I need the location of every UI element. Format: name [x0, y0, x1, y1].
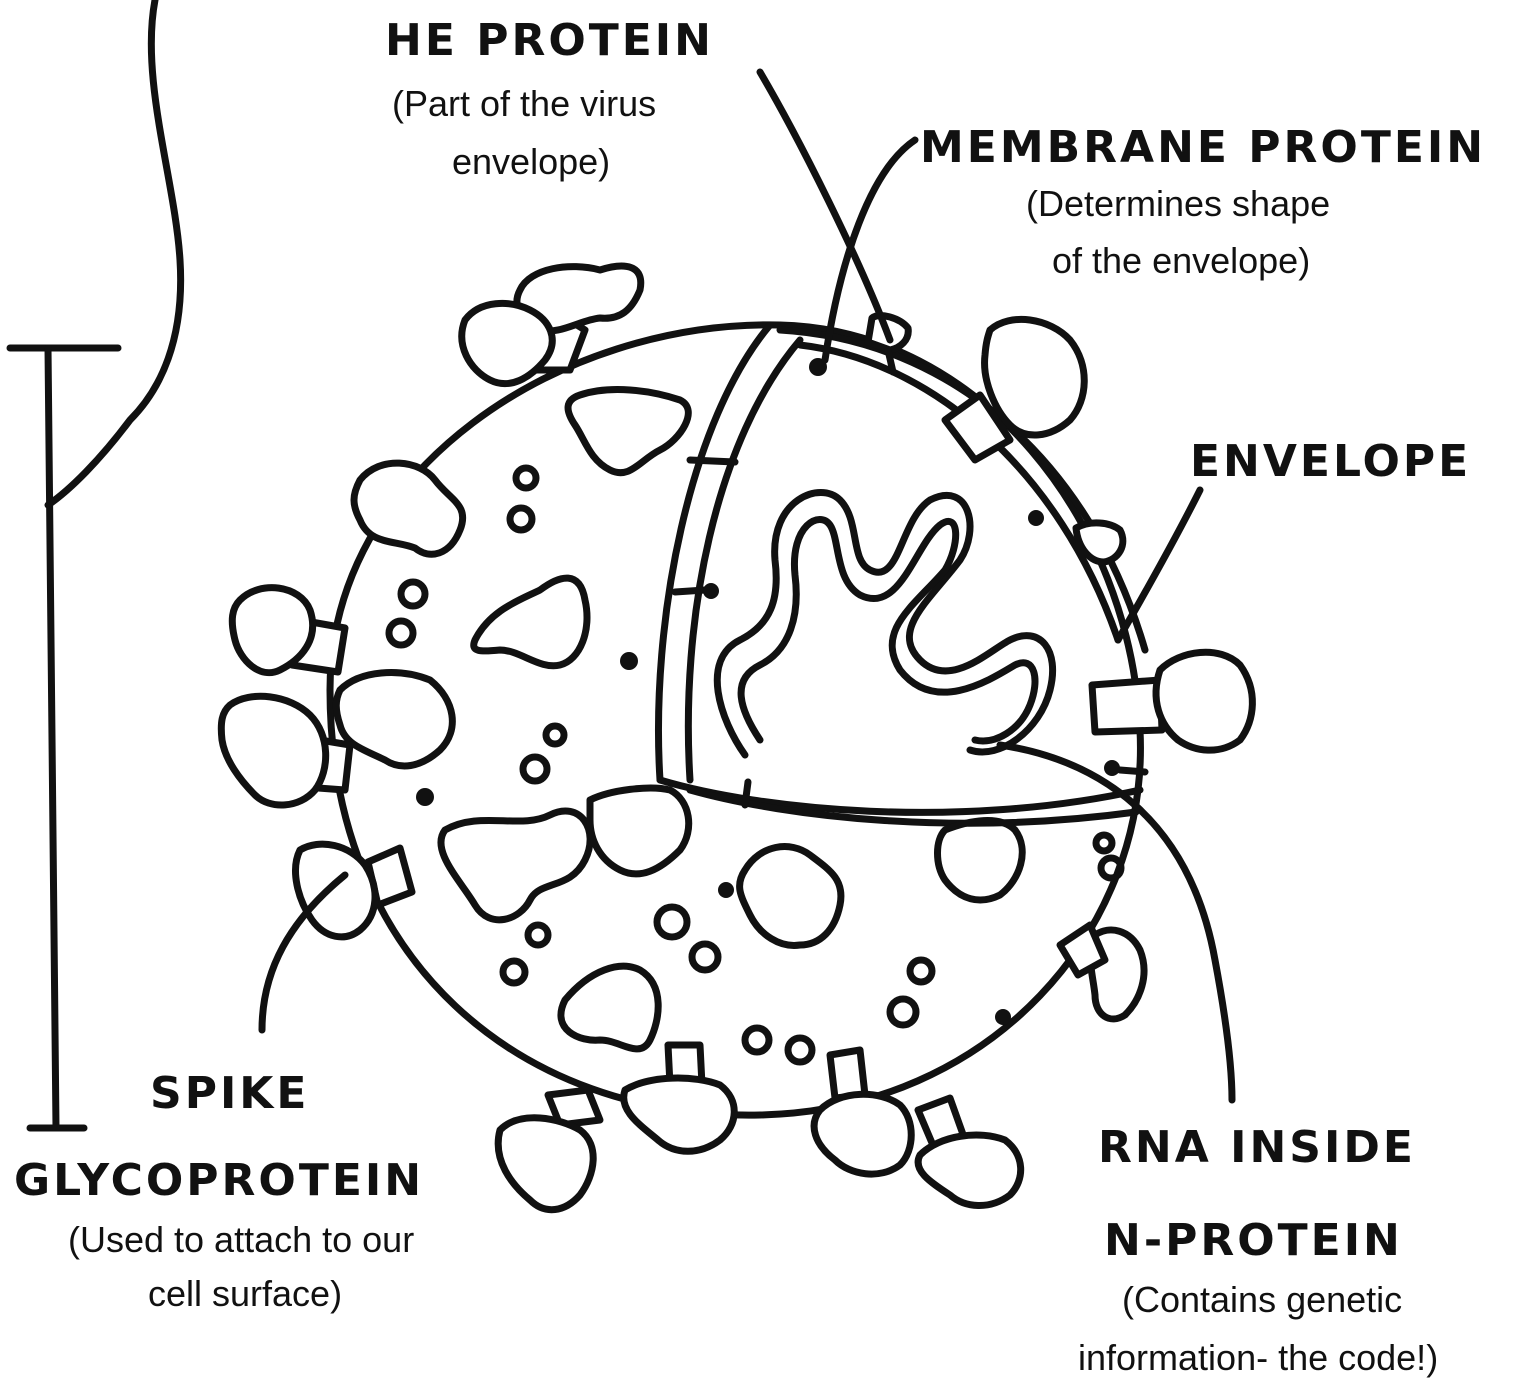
spike-right [945, 319, 1252, 975]
membrane-protein-desc-line1: (Determines shape [1026, 183, 1330, 224]
membrane-protein-desc-line2: of the envelope) [1052, 240, 1310, 281]
spike-desc-line1: (Used to attach to our [68, 1219, 414, 1260]
virus-particle [221, 266, 1252, 1210]
spike-title-line2: GLYCOPROTEIN [14, 1155, 424, 1206]
membrane-protein-title: MEMBRANE PROTEIN [920, 122, 1486, 173]
scale-bar [10, 0, 181, 1128]
spike-top-left [462, 266, 641, 384]
he-protein-desc-line1: (Part of the virus [392, 83, 656, 124]
spike-desc-line2: cell surface) [148, 1273, 342, 1314]
rna-title-line2: N-PROTEIN [1104, 1215, 1403, 1266]
he-protein-desc-line2: envelope) [452, 141, 610, 182]
spike-title-line1: SPIKE [150, 1068, 309, 1119]
envelope-title: ENVELOPE [1190, 436, 1471, 487]
rna-title-line1: RNA INSIDE [1098, 1122, 1416, 1173]
he-protein-title: HE PROTEIN [385, 15, 714, 66]
spike-left-3 [296, 844, 412, 937]
rna-desc-line1: (Contains genetic [1122, 1279, 1402, 1320]
rna-desc-line2: information- the code!) [1078, 1337, 1438, 1378]
